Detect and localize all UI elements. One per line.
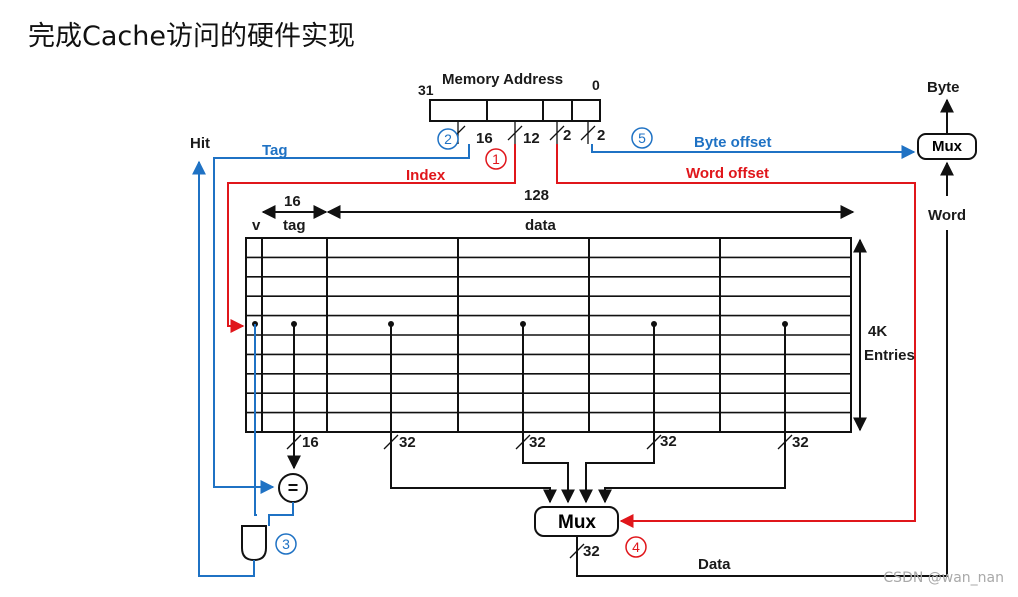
word3-bus-width: 32 bbox=[792, 434, 809, 451]
entries-unit-label: Entries bbox=[864, 347, 915, 364]
word-offset-field-width: 2 bbox=[563, 127, 571, 144]
word-offset-signal-label: Word offset bbox=[686, 165, 769, 182]
entries-count-label: 4K bbox=[868, 323, 887, 340]
tag-wire bbox=[213, 144, 470, 494]
svg-text:4: 4 bbox=[632, 539, 640, 555]
data-column-header: data bbox=[525, 217, 557, 234]
svg-text:2: 2 bbox=[444, 131, 452, 147]
index-field-width: 12 bbox=[523, 130, 540, 147]
address-bit-high: 31 bbox=[418, 82, 434, 98]
word-data-wire bbox=[576, 230, 948, 577]
memory-address-register bbox=[429, 99, 601, 122]
address-field-taps bbox=[450, 121, 596, 144]
cache-array bbox=[245, 237, 852, 433]
step-5-marker: 5 bbox=[631, 127, 653, 149]
byte-signal-label: Byte bbox=[927, 79, 960, 96]
data-width-label: 128 bbox=[524, 187, 549, 204]
watermark: CSDN @wan_nan bbox=[883, 570, 1004, 586]
word2-bus-width: 32 bbox=[660, 433, 677, 450]
tag-bus-width: 16 bbox=[302, 434, 319, 451]
hit-wire bbox=[192, 160, 255, 577]
bus-width-slashes bbox=[286, 434, 793, 559]
row-taps bbox=[252, 321, 788, 504]
and-gate bbox=[241, 525, 267, 562]
cache-row-dividers bbox=[246, 256, 851, 414]
mux-output-bus-width: 32 bbox=[583, 543, 600, 560]
valid-column-header: v bbox=[252, 217, 261, 234]
word-signal-label: Word bbox=[928, 207, 966, 224]
data-signal-label: Data bbox=[698, 556, 731, 573]
step-2-marker: 2 bbox=[437, 128, 459, 150]
svg-text:5: 5 bbox=[638, 130, 646, 146]
tag-width-label: 16 bbox=[284, 193, 301, 210]
page-title: 完成Cache访问的硬件实现 bbox=[28, 21, 355, 52]
compare-result-wire bbox=[268, 502, 294, 526]
step-4-marker: 4 bbox=[625, 536, 647, 558]
tag-signal-label: Tag bbox=[262, 142, 288, 159]
byte-mux-label: Mux bbox=[932, 138, 963, 155]
word-offset-wire bbox=[556, 144, 916, 528]
valid-bit-wire bbox=[254, 324, 257, 516]
svg-text:3: 3 bbox=[282, 536, 290, 552]
tag-column-header: tag bbox=[283, 217, 306, 234]
byte-offset-field-width: 2 bbox=[597, 127, 605, 144]
index-wire bbox=[227, 144, 516, 333]
hit-signal-label: Hit bbox=[190, 135, 210, 152]
comparator-symbol: = bbox=[288, 478, 299, 498]
step-3-marker: 3 bbox=[275, 533, 297, 555]
word1-bus-width: 32 bbox=[529, 434, 546, 451]
index-signal-label: Index bbox=[406, 167, 446, 184]
byte-offset-wire bbox=[591, 144, 916, 159]
word0-bus-width: 32 bbox=[399, 434, 416, 451]
tag-field-width: 16 bbox=[476, 130, 493, 147]
byte-offset-signal-label: Byte offset bbox=[694, 134, 772, 151]
memory-address-label: Memory Address bbox=[442, 71, 563, 88]
step-1-marker: 1 bbox=[485, 148, 507, 170]
svg-text:1: 1 bbox=[492, 151, 500, 167]
address-bit-low: 0 bbox=[592, 77, 600, 93]
main-mux-label: Mux bbox=[558, 512, 596, 533]
